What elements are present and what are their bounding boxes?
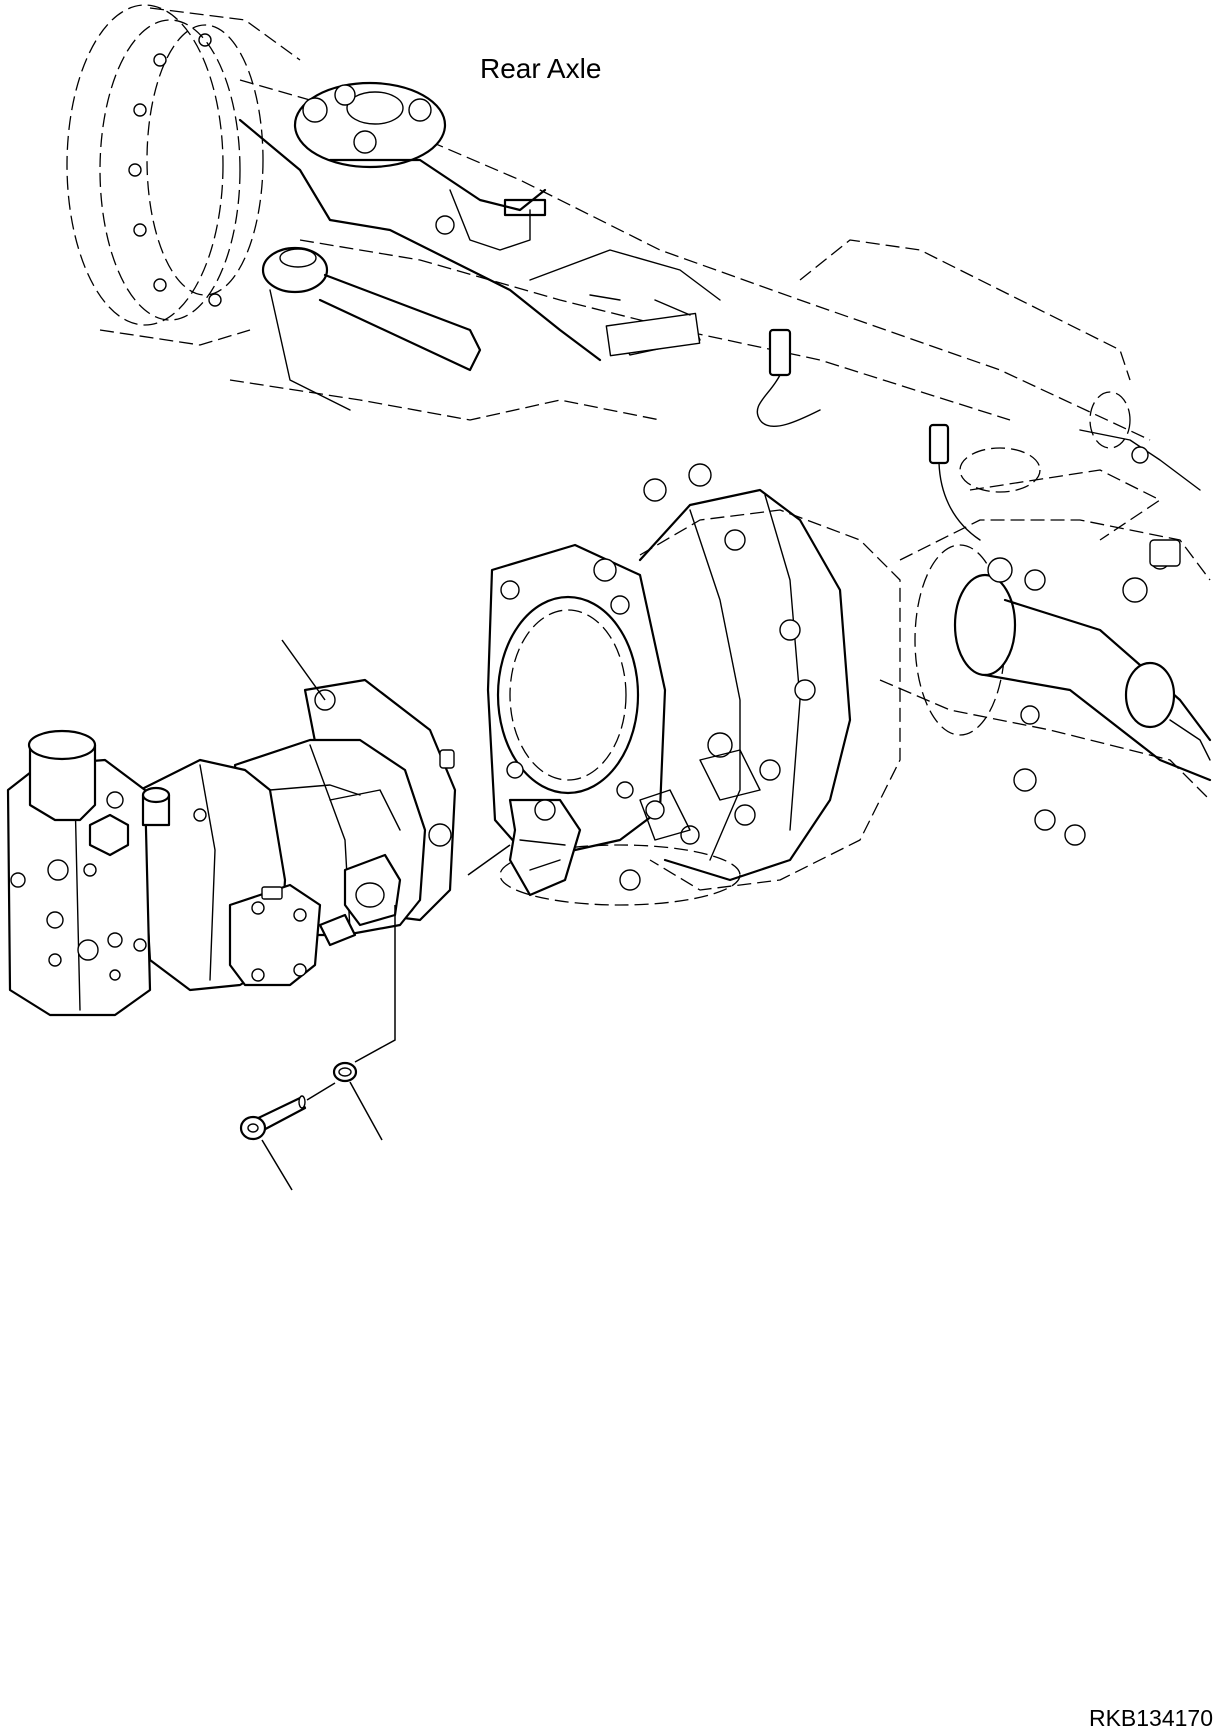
figure-code: RKB134170 [1089, 1705, 1213, 1731]
mounting-bolt [239, 1095, 307, 1141]
rear-axle-label: Rear Axle [480, 53, 601, 84]
harness-connector [756, 328, 1041, 541]
right-fittings [987, 539, 1181, 846]
axle-top-flange [293, 81, 447, 169]
rear-axle-assembly [66, 4, 1201, 541]
hydraulic-motor [6, 678, 457, 1017]
housing-bolts [643, 463, 816, 845]
o-ring-washer [332, 1061, 358, 1083]
tie-rod-end [261, 246, 482, 411]
transfer-case [486, 463, 1212, 906]
leader-lines [261, 639, 511, 1191]
manifold-ports [10, 791, 147, 981]
manifold-cap [27, 729, 97, 822]
hub-bolts [128, 33, 222, 307]
